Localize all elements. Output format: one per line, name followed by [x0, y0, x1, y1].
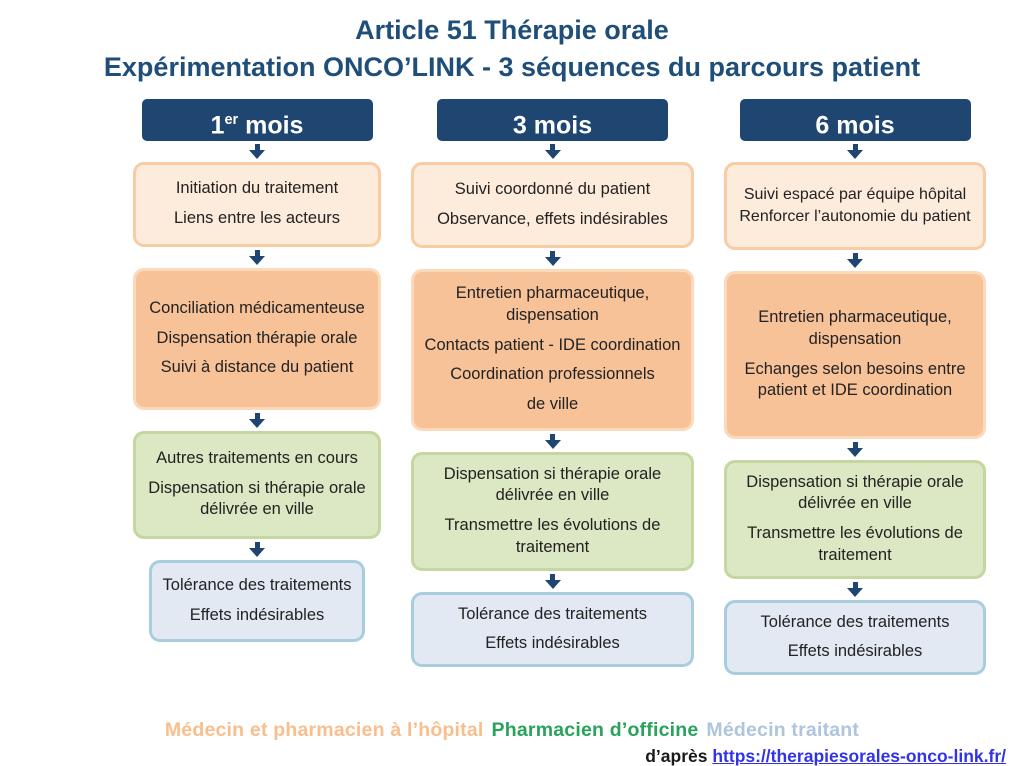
legend-item-3: Médecin traitant — [706, 719, 860, 742]
down-arrow-stem — [550, 573, 555, 580]
down-arrow-icon — [411, 250, 694, 266]
down-arrow-stem — [550, 250, 555, 257]
stage-box-text: Dispensation si thérapie orale délivrée … — [746, 472, 964, 513]
stage-header: 6 mois — [739, 98, 971, 141]
stage-box-text: Conciliation médicamenteuse — [149, 298, 365, 317]
stage-box-text: Dispensation si thérapie orale délivrée … — [148, 478, 366, 519]
down-arrow-stem — [254, 143, 260, 150]
stage-box-text: Autres traitements en cours — [156, 448, 358, 467]
title-line1: Article 51 Thérapie orale — [355, 15, 669, 45]
stage-box-text: Entretien pharmaceutique, dispensation — [455, 284, 650, 324]
stage-box-text: Suivi espacé par équipe hôpital Renforce… — [739, 186, 971, 225]
stage-box-text: Effets indésirables — [787, 642, 923, 661]
down-arrow-icon — [411, 143, 694, 159]
stage-box-text: de ville — [526, 395, 579, 414]
down-arrow-stem — [254, 249, 260, 256]
legend: Médecin et pharmacien à l’hôpital Pharmac… — [0, 719, 1024, 742]
stage-header: 3 mois — [437, 98, 668, 141]
stage-header-label: mois — [829, 110, 895, 139]
legend-item-2: Pharmacien d’officine — [491, 719, 699, 742]
stage-box-text: Tolérance des traitements — [760, 612, 950, 631]
down-arrow-stem — [550, 143, 555, 150]
stage-box-text: Observance, effets indésirables — [437, 209, 668, 228]
down-arrow-stem — [852, 581, 858, 588]
down-arrow-head — [847, 258, 863, 268]
down-arrow-stem — [852, 143, 858, 150]
down-arrow-icon — [724, 252, 986, 268]
stage-box-text: Effets indésirables — [189, 605, 325, 624]
down-arrow-stem — [550, 433, 555, 440]
stage-box-text: Liens entre les acteurs — [173, 209, 340, 227]
stage-box-green: Dispensation si thérapie orale délivrée … — [724, 459, 986, 579]
stage-box-text: Suivi coordonné du patient — [454, 179, 651, 198]
down-arrow-icon — [724, 441, 986, 457]
stage-box-text: Transmettre les évolutions de traitement — [444, 516, 661, 556]
stage-box-text: Dispensation thérapie orale — [156, 328, 358, 347]
stage-header-label: mois — [238, 110, 304, 139]
stage-box-text: Transmettre les évolutions de traitement — [747, 524, 963, 564]
source-prefix: d’après — [645, 746, 713, 766]
down-arrow-icon — [133, 412, 381, 428]
down-arrow-head — [249, 149, 265, 159]
down-arrow-head — [544, 579, 561, 589]
source-link[interactable]: https://therapiesorales-onco-link.fr/ — [712, 746, 1006, 766]
down-arrow-stem — [254, 412, 260, 419]
stage-box-text: Suivi à distance du patient — [160, 358, 354, 377]
down-arrow-icon — [133, 541, 381, 557]
down-arrow-head — [544, 256, 561, 266]
down-arrow-icon — [724, 143, 986, 159]
down-arrow-head — [544, 439, 561, 449]
down-arrow-stem — [852, 252, 858, 259]
stage-box-text: Initiation du traitement — [175, 179, 339, 198]
stage-box-text: Effets indésirables — [485, 634, 620, 653]
stage-box-peach: Suivi espacé par équipe hôpital Renforce… — [724, 161, 986, 250]
stage-box-text: Coordination professionnels — [450, 365, 655, 384]
stage-header-number: 1 — [210, 110, 225, 139]
slide-title: Article 51 Thérapie orale Expérimentatio… — [0, 0, 1024, 87]
down-arrow-head — [544, 149, 561, 159]
down-arrow-head — [847, 149, 863, 159]
stage-header: 1er mois — [141, 98, 373, 141]
title-line2: Expérimentation ONCO’LINK - 3 séquences … — [103, 52, 921, 83]
stage-box-green: Dispensation si thérapie orale délivrée … — [411, 451, 694, 571]
down-arrow-icon — [133, 249, 381, 265]
stage-box-text: Dispensation si thérapie orale délivrée … — [443, 464, 662, 505]
down-arrow-icon — [411, 573, 694, 589]
stage-box-text: Entretien pharmaceutique, dispensation — [758, 307, 952, 348]
stage-box-text: Tolérance des traitements — [458, 604, 647, 623]
down-arrow-stem — [852, 441, 858, 448]
stage-box-text: Contacts patient - IDE coordination — [424, 335, 681, 354]
stage-box-text: Echanges selon besoins entre patient et … — [744, 359, 966, 400]
down-arrow-icon — [133, 143, 381, 159]
stage-header-number: 3 — [512, 110, 527, 139]
down-arrow-head — [249, 255, 265, 265]
stage-header-number: 6 — [815, 110, 830, 139]
down-arrow-head — [249, 418, 265, 428]
stage-box-text: Tolérance des traitements — [162, 575, 352, 594]
down-arrow-icon — [411, 433, 694, 449]
source-line: d’après https://therapiesorales-onco-lin… — [0, 746, 1024, 766]
stage-header-ordinal: er — [224, 111, 239, 128]
down-arrow-head — [847, 447, 863, 457]
down-arrow-head — [249, 547, 265, 557]
down-arrow-stem — [254, 541, 260, 548]
down-arrow-icon — [724, 581, 986, 597]
legend-item-1: Médecin et pharmacien à l’hôpital — [164, 719, 484, 742]
down-arrow-head — [847, 587, 863, 597]
stage-header-label: mois — [526, 110, 593, 139]
